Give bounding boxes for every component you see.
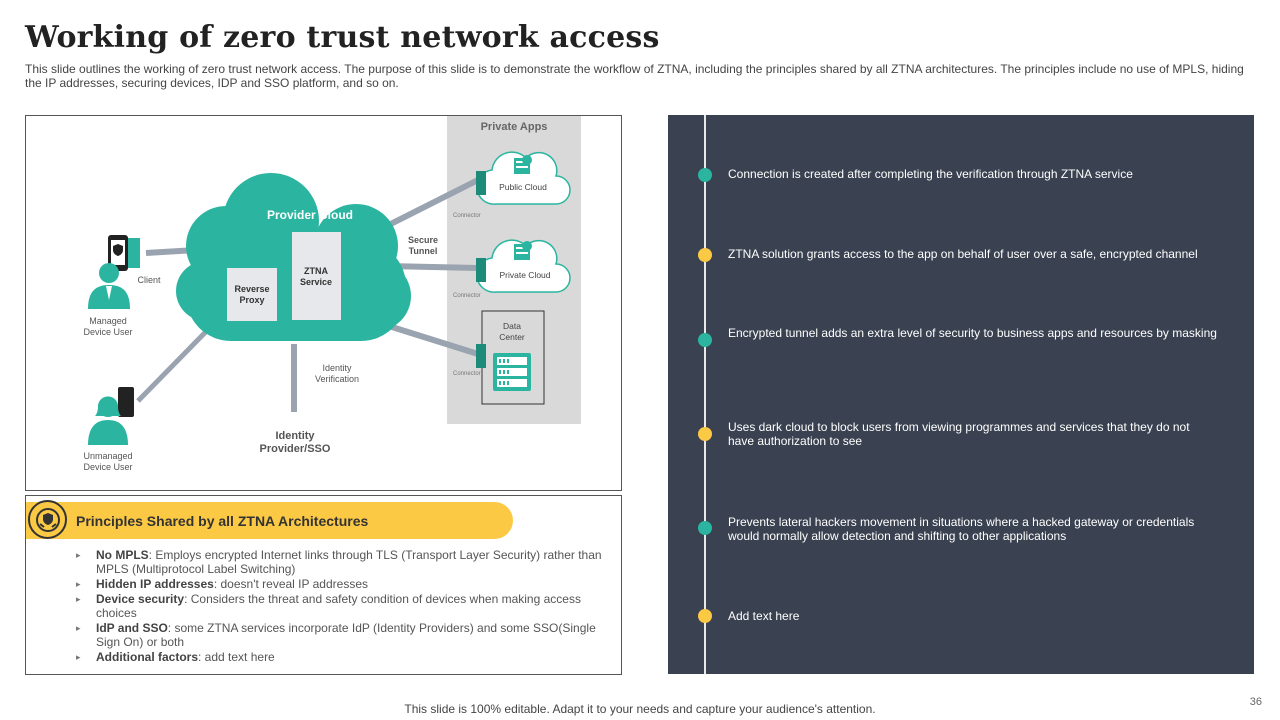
- page-title: Working of zero trust network access: [25, 20, 660, 55]
- managed-user-label-2: Device User: [83, 327, 132, 337]
- principles-list: No MPLS: Employs encrypted Internet link…: [76, 548, 606, 665]
- data-center-label-1: Data: [503, 321, 521, 331]
- footer-note: This slide is 100% editable. Adapt it to…: [404, 702, 876, 716]
- public-cloud-label: Public Cloud: [499, 182, 547, 192]
- private-cloud-connector: [476, 258, 486, 282]
- secure-tunnel-label-2: Tunnel: [409, 246, 438, 256]
- ztna-service-label-2: Service: [300, 277, 332, 287]
- timeline-dot: [698, 248, 712, 262]
- timeline-step-text: Connection is created after completing t…: [728, 167, 1133, 181]
- unmanaged-user-label-2: Device User: [83, 462, 132, 472]
- client-phone-icon: [108, 235, 140, 271]
- identity-verification-label-2: Verification: [315, 374, 359, 384]
- public-cloud-icon: [476, 151, 571, 205]
- data-center-connector: [476, 344, 486, 368]
- timeline-dot: [698, 333, 712, 347]
- data-center-label-2: Center: [499, 332, 525, 342]
- principle-item: Device security: Considers the threat an…: [76, 592, 606, 620]
- private-cloud-label: Private Cloud: [499, 270, 550, 280]
- principles-box: Principles Shared by all ZTNA Architectu…: [25, 495, 622, 675]
- identity-provider-label-1: Identity: [275, 430, 315, 442]
- connector-label-1: Connector: [453, 213, 481, 219]
- timeline-step-text: Add text here: [728, 609, 800, 623]
- private-cloud-icon: [476, 239, 571, 293]
- server-rack-icon: [493, 353, 531, 391]
- timeline-panel: Connection is created after completing t…: [668, 115, 1254, 674]
- managed-user-label-1: Managed: [89, 316, 127, 326]
- principles-title: Principles Shared by all ZTNA Architectu…: [76, 513, 369, 529]
- private-apps-label: Private Apps: [481, 121, 548, 133]
- principle-item: Additional factors: add text here: [76, 650, 606, 664]
- timeline-dot: [698, 427, 712, 441]
- ztna-service-box: [292, 232, 341, 320]
- principle-item: IdP and SSO: some ZTNA services incorpor…: [76, 621, 606, 649]
- page-subtitle: This slide outlines the working of zero …: [25, 62, 1244, 90]
- provider-cloud-label: Provider Cloud: [267, 208, 353, 222]
- principle-item: Hidden IP addresses: doesn't reveal IP a…: [76, 577, 606, 591]
- timeline-dot: [698, 521, 712, 535]
- timeline-step-text: Uses dark cloud to block users from view…: [728, 420, 1190, 448]
- public-cloud-connector: [476, 171, 486, 195]
- identity-provider-label-2: Provider/SSO: [260, 443, 331, 455]
- secure-tunnel-label-1: Secure: [408, 235, 438, 245]
- connector-label-2: Connector: [453, 293, 481, 299]
- ztna-diagram: Private Apps Provider Cloud ZTNA Service…: [25, 115, 622, 491]
- identity-verification-label-1: Identity: [322, 363, 352, 373]
- unmanaged-user-label-1: Unmanaged: [83, 451, 132, 461]
- principle-item: No MPLS: Employs encrypted Internet link…: [76, 548, 606, 576]
- timeline-step-text: Prevents lateral hackers movement in sit…: [728, 515, 1195, 543]
- client-label: Client: [137, 275, 161, 285]
- timeline-step-text: Encrypted tunnel adds an extra level of …: [728, 326, 1217, 340]
- principles-banner: [26, 502, 513, 539]
- unmanaged-user-icon: [88, 387, 134, 445]
- timeline-step-text: ZTNA solution grants access to the app o…: [728, 247, 1198, 261]
- managed-user-icon: [88, 263, 130, 309]
- reverse-proxy-label-1: Reverse: [234, 284, 269, 294]
- timeline-dot: [698, 168, 712, 182]
- page-number: 36: [1249, 696, 1262, 708]
- handshake-shield-icon: [28, 500, 67, 539]
- ztna-service-label-1: ZTNA: [304, 266, 328, 276]
- reverse-proxy-label-2: Proxy: [239, 295, 264, 305]
- timeline-dot: [698, 609, 712, 623]
- connector-label-3: Connector: [453, 371, 481, 377]
- reverse-proxy-box: [227, 268, 277, 321]
- timeline-line: [704, 115, 706, 674]
